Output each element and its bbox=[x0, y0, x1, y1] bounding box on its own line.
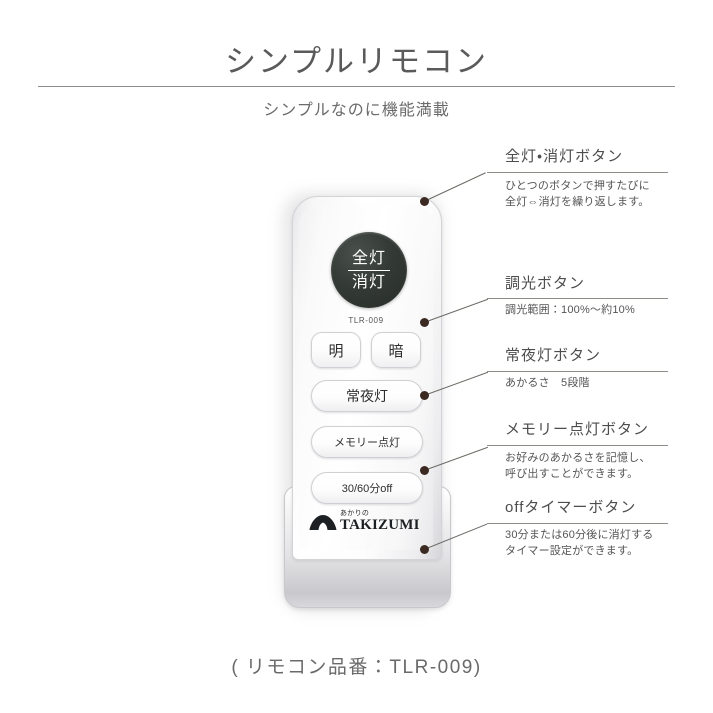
callout-timer-rule bbox=[487, 523, 668, 524]
page-title: シンプルリモコン bbox=[224, 44, 489, 79]
callout-memory-title: メモリー点灯ボタン bbox=[505, 421, 650, 438]
brand-tagline: あかりの bbox=[340, 510, 370, 517]
remote-body: 全灯 消灯 TLR-009 明 暗 常夜灯 メモリー点灯 30/60分off bbox=[292, 196, 442, 560]
callout-timer-title: offタイマーボタン bbox=[505, 499, 637, 516]
callout-power-rule bbox=[487, 172, 668, 173]
callout-nightlight-anchor-dot bbox=[420, 391, 429, 400]
takizumi-mark-icon bbox=[309, 515, 337, 530]
callout-timer-desc-line2: タイマー設定ができます。 bbox=[505, 545, 639, 557]
callout-nightlight-title: 常夜灯ボタン bbox=[505, 347, 602, 364]
remote-control-illustration: 全灯 消灯 TLR-009 明 暗 常夜灯 メモリー点灯 30/60分off bbox=[276, 186, 456, 616]
callout-memory-description: お好みのあかるさを記憶し、 呼び出すことができます。 bbox=[505, 450, 651, 482]
brighten-button[interactable]: 明 bbox=[311, 332, 361, 368]
callout-power-title: 全灯・消灯ボタン bbox=[505, 148, 624, 165]
callout-power-desc-line2: 全灯⇔消灯を繰り返します。 bbox=[505, 196, 650, 208]
nightlight-button[interactable]: 常夜灯 bbox=[311, 380, 423, 412]
callout-dimmer-title: 調光ボタン bbox=[505, 275, 586, 292]
model-number-label: TLR-009 bbox=[348, 316, 384, 325]
callout-nightlight-desc-line1: あかるさ 5段階 bbox=[505, 377, 590, 389]
callout-memory-rule bbox=[487, 445, 668, 446]
callout-dimmer-desc-line1: 調光範囲：100%〜約10% bbox=[505, 304, 635, 316]
off-timer-button[interactable]: 30/60分off bbox=[311, 472, 423, 504]
callout-timer-desc-line1: 30分または60分後に消灯する bbox=[505, 529, 654, 541]
callout-nightlight-rule bbox=[487, 371, 668, 372]
callout-power-anchor-dot bbox=[420, 197, 429, 206]
remote-faceplate: 全灯 消灯 TLR-009 明 暗 常夜灯 メモリー点灯 30/60分off bbox=[299, 204, 433, 550]
dim-button-row: 明 暗 bbox=[311, 332, 421, 368]
power-button-on-label: 全灯 bbox=[351, 249, 386, 267]
callout-power-description: ひとつのボタンで押すたびに 全灯⇔消灯を繰り返します。 bbox=[505, 178, 650, 210]
brand-text: あかりの TAKIZUMI bbox=[340, 510, 420, 533]
power-button-off-label: 消灯 bbox=[351, 273, 386, 291]
callout-dimmer-rule bbox=[487, 298, 668, 299]
page-subtitle: シンプルなのに機能満載 bbox=[263, 102, 450, 119]
brand-logo: あかりの TAKIZUMI bbox=[309, 510, 425, 533]
brand-name: TAKIZUMI bbox=[340, 517, 420, 533]
callout-timer-description: 30分または60分後に消灯する タイマー設定ができます。 bbox=[505, 527, 653, 559]
dim-button[interactable]: 暗 bbox=[371, 332, 421, 368]
callout-nightlight-description: あかるさ 5段階 bbox=[505, 375, 590, 391]
callout-memory-anchor-dot bbox=[420, 466, 429, 475]
model-caption: ( リモコン品番：TLR-009) bbox=[231, 657, 482, 678]
title-divider bbox=[38, 86, 675, 87]
memory-light-button[interactable]: メモリー点灯 bbox=[311, 426, 423, 458]
callout-memory-desc-line1: お好みのあかるさを記憶し、 bbox=[505, 452, 651, 464]
callout-dimmer-anchor-dot bbox=[420, 318, 429, 327]
callout-timer-anchor-dot bbox=[420, 545, 429, 554]
power-button[interactable]: 全灯 消灯 bbox=[331, 232, 407, 308]
callout-power-desc-line1: ひとつのボタンで押すたびに bbox=[505, 180, 650, 192]
power-button-divider bbox=[348, 269, 390, 271]
callout-memory-desc-line2: 呼び出すことができます。 bbox=[505, 468, 639, 480]
callout-dimmer-description: 調光範囲：100%〜約10% bbox=[505, 302, 635, 318]
